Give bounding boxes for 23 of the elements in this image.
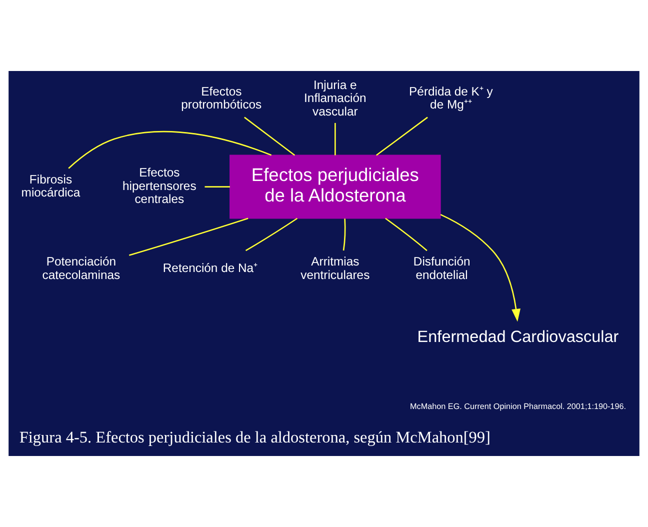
node-text: Fibrosis miocárdica <box>21 172 80 200</box>
connector <box>385 218 428 252</box>
caption: Figura 4-5. Efectos perjudiciales de la aldosterona, según McMahon[99] <box>19 428 490 447</box>
node-box: Efectos perjudiciales de la Aldosterona <box>230 154 441 219</box>
node-text: Efectos protrombóticos <box>181 84 262 112</box>
node-text: Retención de Na⁺ <box>162 261 258 276</box>
arrow <box>440 214 520 322</box>
connector <box>244 116 296 156</box>
connector <box>245 218 298 252</box>
connector <box>128 218 248 256</box>
node-text: Pérdida de K⁺ y de Mg⁺⁺ <box>409 84 493 112</box>
connector <box>68 130 272 169</box>
node-text: Disfunción endotelial <box>413 254 470 282</box>
connector <box>334 122 336 156</box>
node-text: Enfermedad Cardiovascular <box>417 328 619 346</box>
connector <box>342 218 346 251</box>
label: McMahon EG. Current Opinion Pharmacol. 2001;1:190-196. <box>410 402 626 412</box>
connector <box>376 116 428 156</box>
node-text: Injuria e Inflamación vascular <box>304 78 366 118</box>
node-text: Arritmias ventriculares <box>300 254 370 282</box>
node-text: Efectos hipertensores centrales <box>122 166 196 206</box>
connector <box>204 186 230 188</box>
node-text: Potenciación catecolaminas <box>42 254 120 282</box>
